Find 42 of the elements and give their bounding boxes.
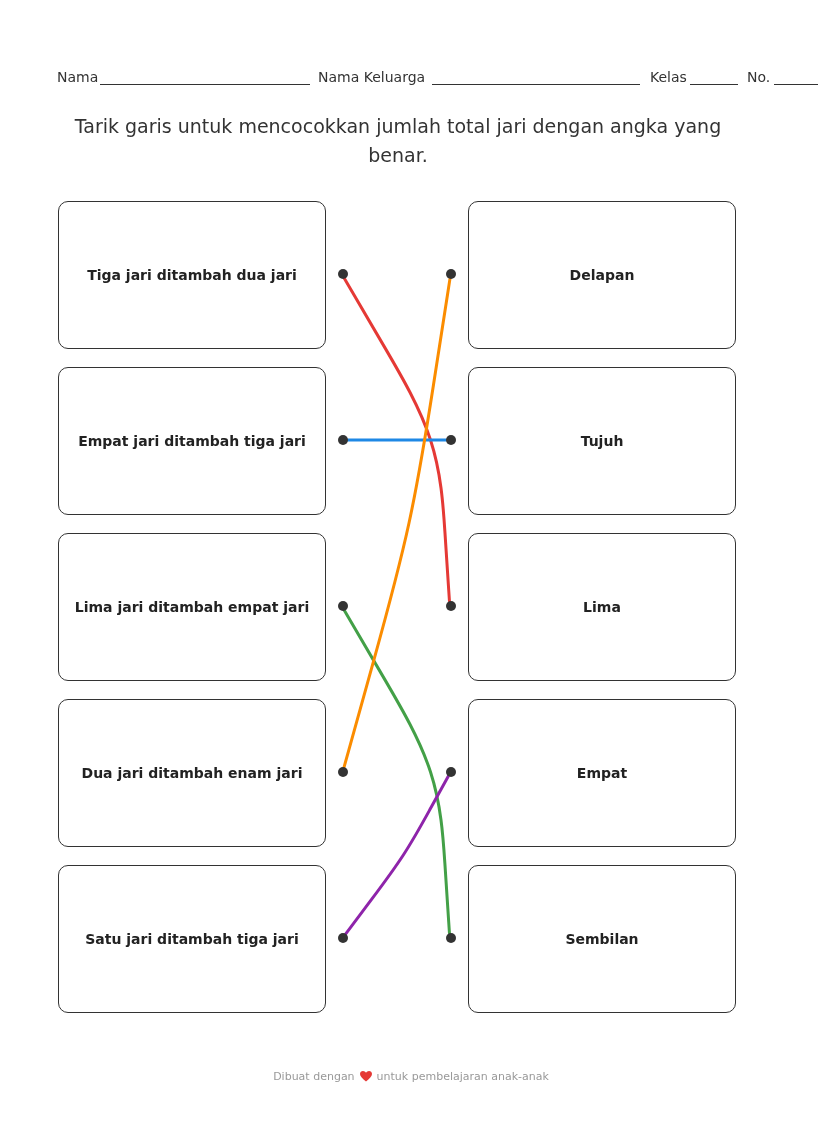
card-text: Tiga jari ditambah dua jari: [86, 267, 298, 283]
instruction-text: Tarik garis untuk mencocokkan jumlah total jari dengan angka yang benar.: [73, 114, 723, 168]
field-label: Nama Keluarga: [318, 69, 426, 85]
card-text: Empat jari ditambah tiga jari: [77, 433, 307, 449]
card-text: Sembilan: [564, 931, 640, 947]
connection-dot: [446, 767, 456, 777]
answer-card: [58, 865, 326, 1013]
connection-dot: [338, 767, 348, 777]
connection-dot: [338, 269, 348, 279]
connection-dot: [446, 269, 456, 279]
card-text: Satu jari ditambah tiga jari: [84, 931, 300, 947]
matching-line: [342, 277, 452, 769]
matching-line: [343, 277, 451, 603]
connection-dot: [338, 435, 348, 445]
connection-dot: [446, 933, 456, 943]
card-text: Tujuh: [579, 433, 625, 449]
footer-text: untuk pembelajaran anak-anak: [376, 1070, 549, 1083]
answer-card: [58, 367, 326, 515]
card-text: Lima: [582, 599, 622, 615]
connection-dot: [338, 933, 348, 943]
connection-dot: [338, 601, 348, 611]
card-text: Lima jari ditambah empat jari: [73, 599, 311, 615]
answer-card: [468, 699, 736, 847]
card-text: Empat: [575, 765, 629, 781]
answer-card: [468, 201, 736, 349]
field-label: Kelas: [650, 69, 687, 85]
answer-card: [58, 699, 326, 847]
connection-dot: [446, 601, 456, 611]
matching-line: [346, 438, 448, 442]
answer-card: [468, 533, 736, 681]
answer-card: [58, 201, 326, 349]
footer-text: Dibuat dengan: [273, 1070, 355, 1083]
answer-card: [58, 533, 326, 681]
field-label: No.: [747, 69, 771, 85]
answer-card: [468, 865, 736, 1013]
answer-card: [468, 367, 736, 515]
matching-line: [344, 774, 450, 936]
card-text: Dua jari ditambah enam jari: [80, 765, 304, 781]
matching-line: [343, 609, 451, 935]
field-label: Nama: [57, 69, 99, 85]
connection-dot: [446, 435, 456, 445]
card-text: Delapan: [568, 267, 636, 283]
